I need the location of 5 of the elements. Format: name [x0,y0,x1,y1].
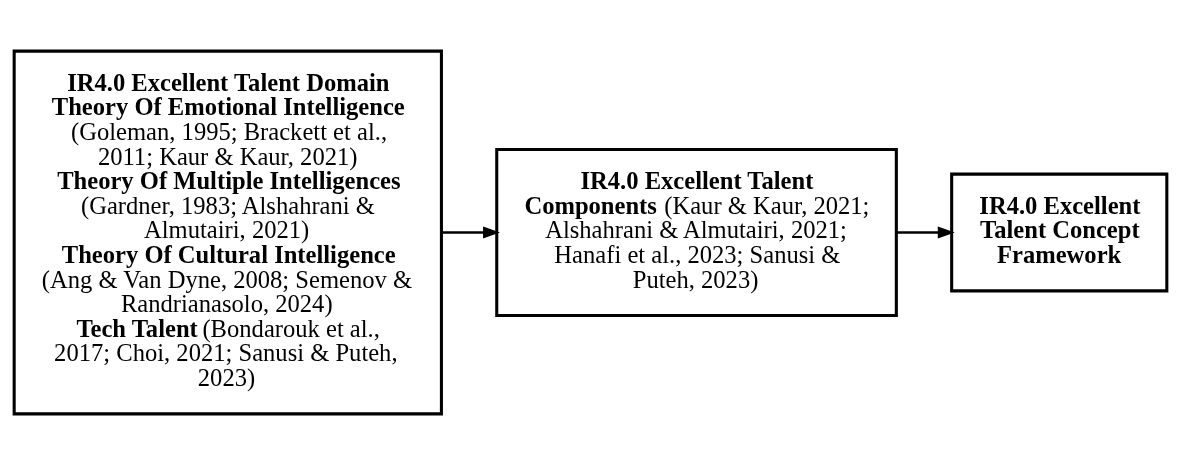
node-box: IR4.0 Excellent Talent Concept Framework [950,172,1169,293]
node-box: IR4.0 Excellent Talent Domain Theory Of Emotional Intelligence (Goleman, 1995; Brackett et al., 2011; Kaur & Kaur, 2021) Theory Of Multiple Intelligences (Gardner, 1983; Alshahrani & Almutairi, 2021) Theory Of Cultural Intelligence (Ang & Van Dyne, 2008; Semenov & Randrianasolo, 2024) Tech Talent (Bondarouk et al., 2017; Choi, 2021; Sanusi & Puteh, 2023) [12,49,443,416]
node-box: IR4.0 Excellent Talent Components (Kaur & Kaur, 2021; Alshahrani & Almutairi, 2021; Hanafi et al., 2023; Sanusi & Puteh, 2023) [495,147,898,318]
arrow [896,226,955,239]
arrow [441,226,500,239]
